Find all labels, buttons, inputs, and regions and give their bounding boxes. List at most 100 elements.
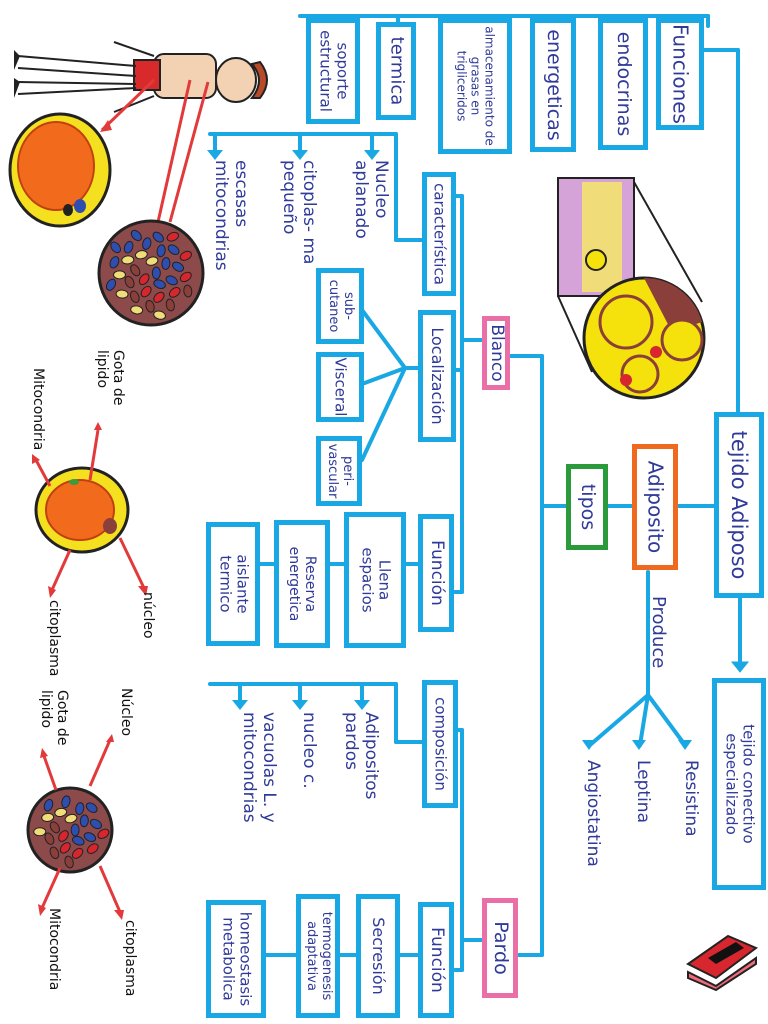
subcutaneo-box: sub- cutaneo xyxy=(316,268,364,344)
pardo-funcion-box: Función xyxy=(418,902,454,1018)
organelle-dot xyxy=(129,290,140,303)
organelle-dot xyxy=(166,231,180,242)
organelle-dot xyxy=(153,279,166,289)
organelle-dot xyxy=(142,237,152,250)
caracteristica-box: característica xyxy=(422,172,456,296)
tipos-box: tipos xyxy=(566,464,608,550)
funcion-energeticas-box: energeticas xyxy=(530,18,576,152)
localizacion-box: Localización xyxy=(418,310,456,442)
funcion-termogenesis: termogenesis adaptativa xyxy=(304,911,334,1001)
organelle-dot xyxy=(145,256,159,266)
organelle-dot xyxy=(138,273,150,286)
organelle-dot xyxy=(110,241,122,254)
organelle-dot xyxy=(54,807,68,818)
organelle-dot xyxy=(140,285,152,298)
tipos-title: tipos xyxy=(576,483,599,531)
organelle-dot xyxy=(179,271,192,283)
organelle-dot xyxy=(85,802,98,813)
organelle-dot xyxy=(105,278,117,291)
organelle-dot xyxy=(161,256,171,270)
reserva-energetica-box: Reserva energetica xyxy=(274,520,330,648)
organelle-dot xyxy=(83,832,97,843)
pardo-funcion-title: Función xyxy=(426,927,447,993)
brown-cell-gota: Gota de lipido xyxy=(37,690,70,746)
organelle-dot xyxy=(72,835,85,846)
white-cell-gota: Gota de lipido xyxy=(93,350,126,406)
tejido-adiposo-title: tejido Adiposo xyxy=(727,430,752,580)
organelle-dot xyxy=(168,287,181,298)
organelle-dot xyxy=(109,256,120,269)
organelle-dot xyxy=(124,275,135,289)
homeostasis-box: homeostasis metabolica xyxy=(206,900,266,1018)
blanco-funcion-box: Función xyxy=(418,514,454,632)
white-cell-nucleo: núcleo xyxy=(140,592,156,639)
organelle-dot xyxy=(179,250,192,261)
secresion-box: Secresión xyxy=(356,894,400,1018)
tejido-conectivo-box: tejido conectivo especializado xyxy=(712,678,766,890)
organelle-dot xyxy=(86,843,99,854)
organelle-dot xyxy=(71,847,84,859)
funcion-homeostasis: homeostasis metabolica xyxy=(219,911,255,1007)
produce-leptina: Leptina xyxy=(633,760,653,824)
white-cell-citoplasma: citoplasma xyxy=(46,600,62,677)
organelle-dot xyxy=(130,229,142,242)
organelle-dot xyxy=(33,827,47,837)
organelle-dot xyxy=(79,814,89,828)
adiposito-title: Adiposito xyxy=(643,460,668,554)
brown-cell-nucleo: Núcleo xyxy=(118,688,134,737)
organelle-dot xyxy=(153,291,165,303)
blanco-funcion-title: Función xyxy=(426,540,447,606)
blanco-title: Blanco xyxy=(486,324,507,382)
organelle-dot xyxy=(134,250,148,260)
funcion-aislante-termico: aislante termico xyxy=(216,554,252,614)
brown-cell-citoplasma: citoplasma xyxy=(122,920,138,997)
white-cell-labeled xyxy=(34,466,130,554)
funcion-almacenamiento-box: almacenamiento de grasas en triglicerido… xyxy=(438,18,512,154)
organelle-dot xyxy=(165,275,178,286)
organelle-dot xyxy=(64,855,74,869)
organelle-dot xyxy=(156,244,166,258)
funcion-reserva-energetica: Reserva energetica xyxy=(286,546,319,622)
funcion-secresion: Secresión xyxy=(369,917,389,995)
organelle-dot xyxy=(64,813,78,824)
pardo-title: Pardo xyxy=(489,921,512,975)
book-logo xyxy=(686,934,758,992)
organelle-dot xyxy=(165,298,175,312)
aislante-termico-box: aislante termico xyxy=(206,522,260,646)
white-cell-arrows xyxy=(32,422,148,598)
organelle-dot xyxy=(59,842,71,854)
blanco-box: Blanco xyxy=(482,316,510,390)
organelle-dot xyxy=(58,830,69,842)
organelle-dot xyxy=(75,802,85,816)
organelle-dot xyxy=(70,823,80,837)
organelle-dot xyxy=(115,289,129,299)
organelle-dot xyxy=(145,299,155,313)
funcion-endocrinas: endocrinas xyxy=(612,31,635,137)
brown-cell-arrows xyxy=(38,734,124,920)
caracteristica-item-1: Nucleo aplanado xyxy=(351,160,391,239)
perivascular-box: peri- vascular xyxy=(316,436,362,506)
white-adipocyte-illustration xyxy=(8,112,112,228)
organelle-dot xyxy=(152,231,164,243)
organelle-dot xyxy=(167,244,180,255)
funcion-soporte: soporte estructural xyxy=(316,30,352,112)
funciones-title: Funciones xyxy=(668,24,693,124)
llena-espacios-box: Llena espacios xyxy=(344,512,406,648)
localizacion-perivascular: peri- vascular xyxy=(325,443,355,499)
funciones-box: Funciones xyxy=(656,18,704,130)
funcion-endocrinas-box: endocrinas xyxy=(598,18,648,150)
adiposito-box: Adiposito xyxy=(632,444,678,570)
funcion-llena-espacios: Llena espacios xyxy=(358,547,394,613)
organelle-dot xyxy=(112,270,126,280)
caracteristica-title: característica xyxy=(430,183,449,285)
tejido-conectivo: tejido conectivo especializado xyxy=(722,724,758,844)
organelle-dot xyxy=(151,266,161,280)
organelle-dot xyxy=(183,284,193,298)
organelle-dot xyxy=(43,798,54,812)
localizacion-title: Localización xyxy=(428,327,448,425)
composicion-item-1: Adipositos pardos xyxy=(341,712,381,800)
organelle-dot xyxy=(171,261,185,272)
organelle-dot xyxy=(130,305,144,315)
composicion-title: composición xyxy=(431,697,450,791)
